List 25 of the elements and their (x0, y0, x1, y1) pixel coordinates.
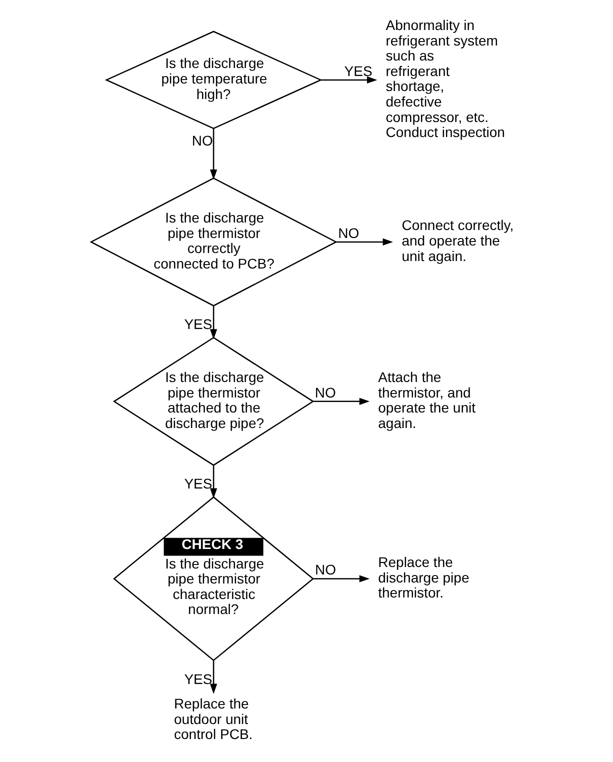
node-text: Abnormality in refrigerant system such as refrigerant shortage, defective compressor, etc. Conduct inspection (385, 16, 504, 140)
edge-label: NO (338, 224, 359, 241)
node-text: Replace the discharge pipe thermistor. (378, 554, 469, 601)
node-diamond: Is the discharge pipe temperature high? (104, 30, 322, 130)
node-diamond: Is the discharge pipe thermistor attached to the discharge pipe? (112, 336, 314, 466)
arrow (312, 398, 370, 405)
edge-label: NO (191, 132, 212, 148)
node-text: Connect correctly, and operate the unit again. (401, 217, 514, 264)
arrow (312, 575, 370, 582)
arrow (209, 306, 217, 340)
arrow (209, 465, 217, 499)
arrow (209, 660, 217, 694)
edge-label: YES (184, 475, 212, 492)
arrow (336, 238, 392, 246)
arrow (209, 128, 217, 180)
edge-label: YES (184, 316, 212, 332)
edge-label: NO (314, 562, 336, 578)
node-text: Replace the outdoor unit control PCB. (174, 696, 252, 742)
arrow (320, 76, 377, 84)
node-diamond: Is the discharge pipe thermistor correctly connected to PCB? (89, 177, 337, 306)
edge-label: YES (344, 62, 372, 79)
node-text: Attach the thermistor, and operate the unit again. (378, 369, 476, 431)
node-diamond: CHECK 3 Is the discharge pipe thermistor characteristic normal? (112, 496, 314, 662)
edge-label: NO (314, 384, 336, 400)
edge-label: YES (184, 670, 212, 687)
